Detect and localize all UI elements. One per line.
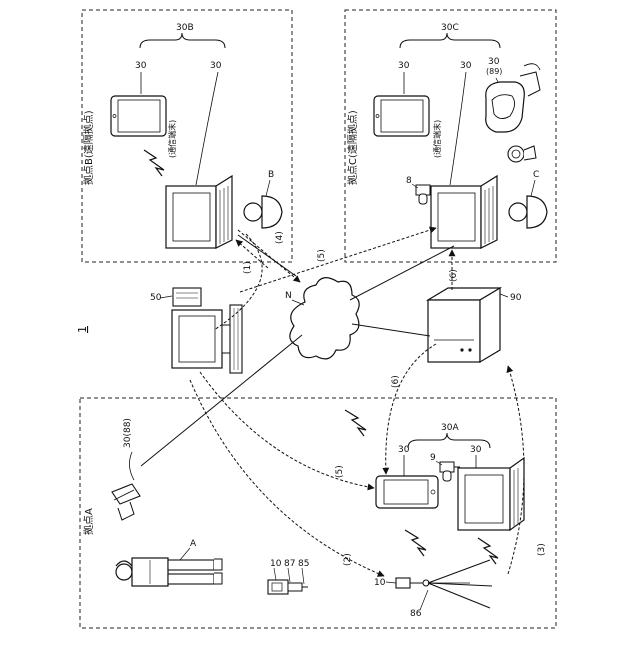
- step-6-label-c: (6): [449, 269, 459, 282]
- site-c-ref-30-mid: 30: [460, 61, 472, 71]
- site-a-ref-30-right: 30: [470, 445, 482, 455]
- site-c-laptop: [431, 176, 497, 248]
- site-c-tablet: [374, 96, 429, 136]
- site-a-smartphone: [376, 476, 438, 508]
- step-6-label-a: (6): [391, 375, 401, 388]
- site-b-group-label: 30B: [176, 23, 194, 33]
- site-a-wireless-icon-1: [345, 410, 366, 436]
- server-icon: [428, 288, 500, 362]
- tripod-camera-icon: [396, 560, 492, 608]
- site-c-title: 拠点C(遠隔拠点): [346, 110, 359, 185]
- person-b-icon: [244, 196, 282, 228]
- site-a-wireless-icon-2: [405, 530, 426, 556]
- management-computer-icon: [172, 288, 242, 373]
- site-c-group-label: 30C: [441, 23, 459, 33]
- arrow-step-5-to-a: [200, 372, 374, 488]
- site-b-tablet: [111, 96, 166, 136]
- site-c-terminal-note: (通信端末): [432, 120, 442, 158]
- site-c-ref-8: 8: [406, 176, 412, 186]
- site-a-wireless-icon-3: [478, 538, 498, 564]
- site-c-ref-89: (89): [486, 67, 502, 76]
- handheld-camera-icon: [268, 580, 308, 594]
- person-a-label: A: [190, 539, 197, 549]
- ref-86: 86: [410, 609, 422, 619]
- site-b-ref-30-left: 30: [135, 61, 147, 71]
- site-b-ref-30-right: 30: [210, 61, 222, 71]
- site-a-laptop: [458, 458, 524, 530]
- ref-50: 50: [150, 293, 162, 303]
- network-cloud: [290, 278, 359, 359]
- smart-glasses-icon: [112, 484, 140, 520]
- site-c-ref-30-left: 30: [398, 61, 410, 71]
- arrow-step-2: [190, 380, 384, 576]
- site-a-ref-30-left: 30: [398, 445, 410, 455]
- ref-10-handheld: 10: [270, 559, 282, 569]
- ref-87: 87: [284, 559, 295, 569]
- site-a-group-label: 30A: [441, 423, 459, 433]
- server-network-link: [352, 324, 430, 336]
- ref-30-88: 30(88): [123, 418, 133, 448]
- site-c-ref-30-right: 30: [488, 57, 500, 67]
- step-5-label-bottom: (5): [335, 465, 345, 478]
- step-1-label: (1): [243, 261, 253, 274]
- site-a-title: 拠点A: [82, 508, 95, 535]
- site-b-title: 拠点B(遠隔拠点): [82, 110, 95, 185]
- network-label: N: [285, 291, 292, 301]
- person-c-icon: [509, 196, 547, 228]
- step-5-label-top: (5): [317, 249, 327, 262]
- ref-85: 85: [298, 559, 309, 569]
- ref-10-tripod: 10: [374, 578, 386, 588]
- vr-controller-icon: [508, 146, 536, 162]
- ref-90: 90: [510, 293, 522, 303]
- person-b-label: B: [268, 170, 274, 180]
- site-b-wireless-icon: [144, 150, 164, 176]
- step-3-label: (3): [537, 543, 547, 556]
- site-b-terminal-note: (通信端末): [167, 120, 177, 158]
- site-b-laptop: [166, 176, 232, 248]
- sitec-network-link: [350, 246, 454, 300]
- step-4-label: (4): [275, 231, 285, 244]
- step-2-label: (2): [343, 553, 353, 566]
- site-a-camera-icon: [440, 462, 460, 481]
- figure-number: 1: [76, 326, 89, 333]
- site-a-ref-9: 9: [430, 453, 436, 463]
- person-a-icon: [116, 558, 222, 586]
- arrow-step-6-to-a: [386, 344, 436, 474]
- person-c-label: C: [533, 170, 539, 180]
